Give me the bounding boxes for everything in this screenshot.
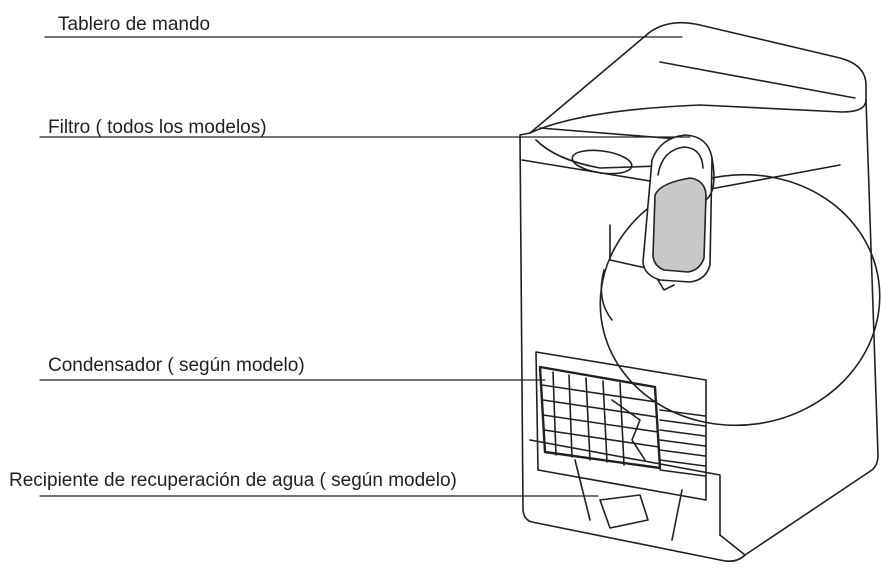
condenser — [535, 351, 707, 501]
filter — [642, 134, 715, 291]
condenser-label: Condensador ( según modelo) — [48, 355, 305, 376]
water-container-label: Recipiente de recuperación de agua ( seg… — [9, 470, 457, 491]
water-container — [529, 439, 746, 556]
control-panel-label: Tablero de mando — [58, 14, 211, 35]
leader-lines — [39, 36, 691, 497]
filter-label: Filtro ( todos los modelos) — [48, 117, 267, 138]
door — [599, 173, 881, 427]
dryer-body — [519, 21, 879, 562]
